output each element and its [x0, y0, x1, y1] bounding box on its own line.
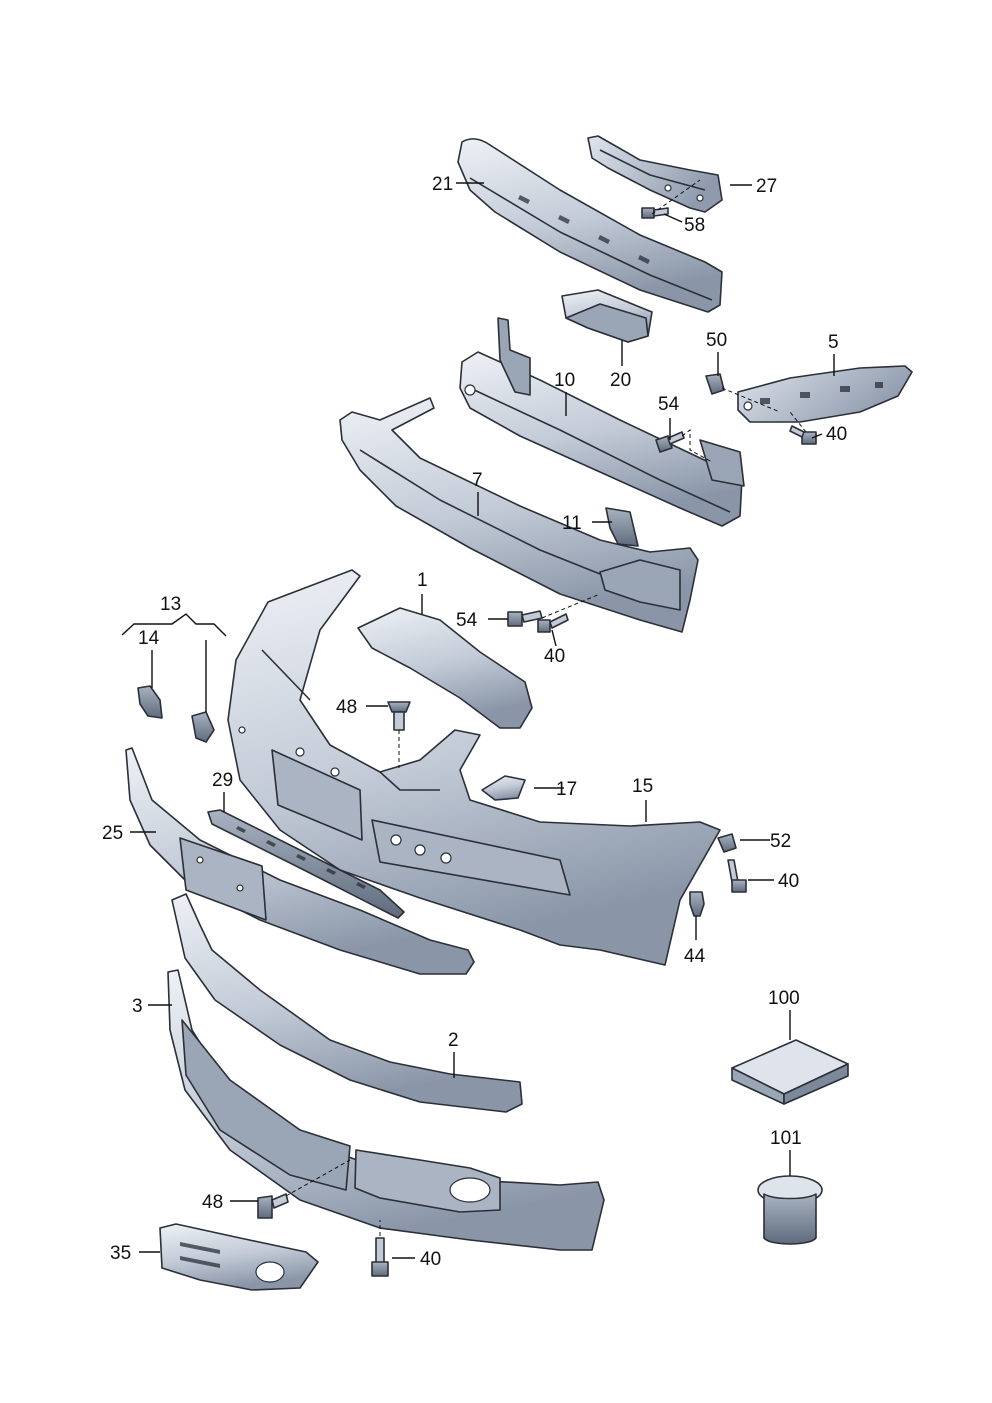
leader-lines: [121, 179, 835, 1259]
callout-58: 58: [684, 215, 705, 236]
part-29-strip: [207, 809, 405, 919]
part-40-screw-lower: [371, 1237, 389, 1277]
callout-10: 10: [554, 370, 575, 391]
part-54-bolt-lower: [507, 610, 543, 627]
part-44-clip: [689, 891, 705, 917]
callout-29: 29: [212, 770, 233, 791]
callout-27: 27: [756, 176, 777, 197]
part-40-bolt-center: [537, 613, 569, 633]
part-52-clip: [717, 833, 737, 853]
part-27-bracket: [587, 135, 723, 213]
callout-40-right-upper: 40: [826, 424, 847, 445]
callout-5: 5: [828, 332, 839, 353]
part-14-clip: [137, 685, 163, 719]
part-100-box: [731, 1039, 849, 1105]
part-48-plug-lower: [257, 1193, 289, 1219]
part-1-strip: [357, 607, 533, 729]
part-17-cap: [481, 775, 526, 801]
part-2-grille-strip: [171, 893, 523, 1113]
callout-48-upper: 48: [336, 697, 357, 718]
callout-7: 7: [472, 470, 483, 491]
part-3-lower-grille: [167, 969, 605, 1251]
callout-40-lower: 40: [420, 1249, 441, 1270]
part-48-plug-upper: [387, 701, 411, 731]
callout-11: 11: [562, 513, 582, 534]
part-11-clip: [605, 507, 639, 547]
callout-17: 17: [556, 779, 577, 800]
part-25-spoiler-lip: [125, 747, 475, 975]
part-10-bumper-bar: [459, 317, 745, 527]
callout-40-center: 40: [544, 646, 565, 667]
part-13-clip: [191, 711, 215, 743]
part-50-clip: [705, 373, 725, 395]
part-20-foam-block: [561, 289, 653, 343]
callout-1: 1: [417, 570, 428, 591]
part-58-screw: [641, 207, 669, 219]
part-7-carrier: [339, 397, 699, 633]
callout-labels: 21 27 58 20 10 50 5 40 54 7 11 1 54 40 1…: [102, 174, 847, 1270]
callout-101: 101: [770, 1128, 802, 1149]
part-21-impact-absorber: [457, 138, 723, 313]
callout-2: 2: [448, 1030, 459, 1051]
part-5-side-guide: [737, 365, 913, 423]
callout-13: 13: [160, 594, 181, 615]
callout-54-lower: 54: [456, 610, 478, 631]
part-40-screw-right: [727, 859, 747, 893]
callout-15: 15: [632, 776, 653, 797]
callout-21: 21: [432, 174, 453, 195]
part-35-fog-grille: [159, 1223, 319, 1291]
callout-20: 20: [610, 370, 631, 391]
part-54-bolt-upper: [655, 431, 685, 453]
part-40-bolt-right-upper: [789, 425, 817, 445]
callout-14: 14: [138, 628, 160, 649]
callout-3: 3: [132, 996, 143, 1017]
callout-35: 35: [110, 1243, 131, 1264]
part-15-bumper-cover: [227, 569, 721, 966]
callout-50: 50: [706, 330, 727, 351]
callout-44: 44: [684, 946, 706, 967]
callout-25: 25: [102, 823, 123, 844]
part-101-cap: [757, 1175, 823, 1245]
callout-54-upper: 54: [658, 394, 680, 415]
callout-40-right: 40: [778, 871, 799, 892]
callout-48-lower: 48: [202, 1192, 223, 1213]
callout-100: 100: [768, 988, 800, 1009]
callout-52: 52: [770, 831, 791, 852]
